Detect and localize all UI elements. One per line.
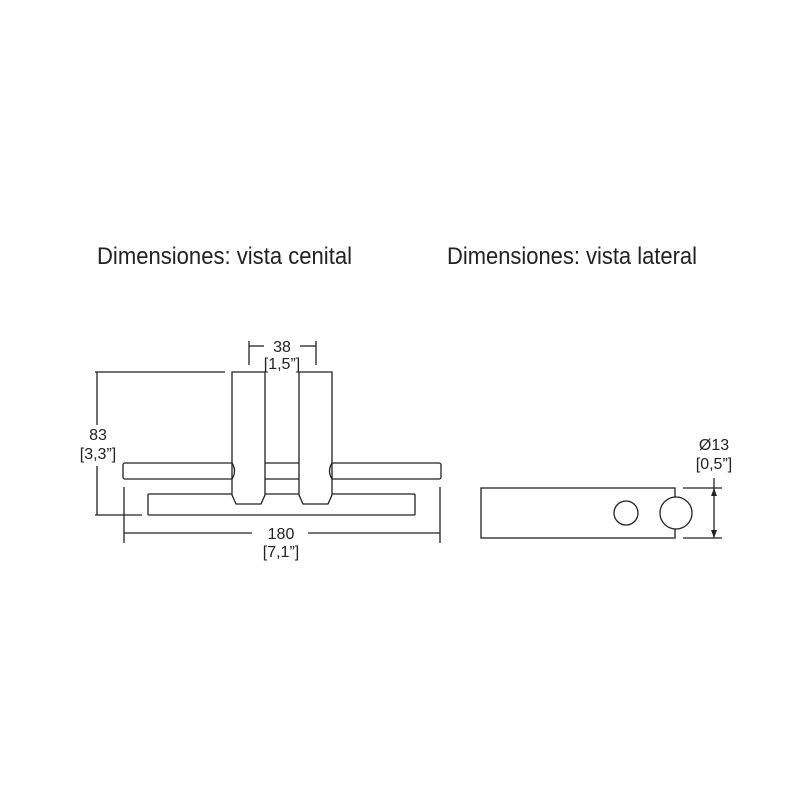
diameter-dim-mm: Ø13	[699, 437, 729, 454]
side-view-drawing: Ø13 [0,5”]	[480, 437, 732, 539]
gap-dim-mm: 38	[273, 339, 291, 356]
width-dim-in: [7,1”]	[263, 544, 299, 561]
gap-dim-in: [1,5”]	[264, 356, 300, 373]
height-dim-mm: 83	[89, 427, 107, 444]
side-view-title: Dimensiones: vista lateral	[447, 243, 697, 270]
top-view-title: Dimensiones: vista cenital	[97, 243, 352, 270]
pin-circle	[659, 496, 693, 530]
height-dim-in: [3,3”]	[80, 446, 116, 463]
clamp-post-right	[298, 371, 333, 505]
screw-hole	[613, 500, 639, 526]
clamp-body-side	[480, 487, 676, 539]
diameter-dim-in: [0,5”]	[696, 456, 732, 473]
clamp-post-left	[231, 371, 266, 505]
top-view-drawing: 38 [1,5”] 83 [3,3”] 180 [7,1”]	[80, 339, 442, 561]
glass-panel-upper	[122, 462, 442, 480]
glass-panel-lower	[147, 493, 416, 516]
width-dim-mm: 180	[268, 526, 295, 543]
